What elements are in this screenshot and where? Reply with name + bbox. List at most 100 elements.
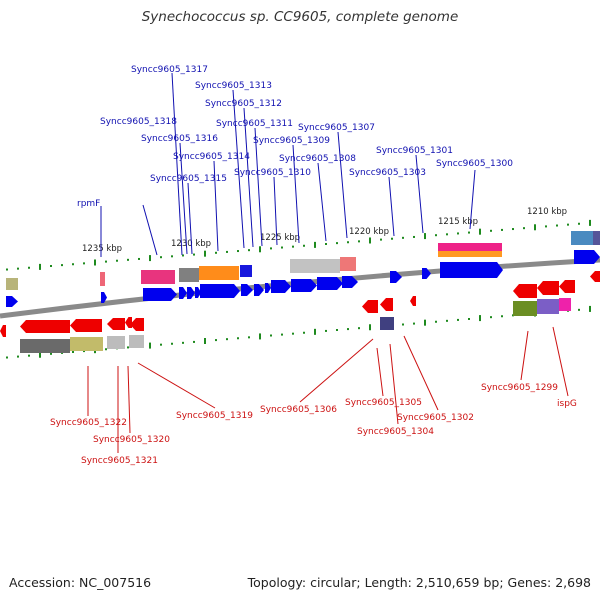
kbp-label: 1235 kbp bbox=[82, 244, 122, 254]
kbp-label: 1220 kbp bbox=[349, 227, 389, 237]
forward-gene-arrow bbox=[422, 268, 431, 279]
genome-summary-text: Topology: circular; Length: 2,510,659 bp… bbox=[247, 575, 591, 590]
tick-mark bbox=[182, 254, 184, 257]
tick-mark bbox=[501, 228, 503, 231]
tick-mark bbox=[347, 241, 349, 244]
leader-line bbox=[137, 362, 216, 409]
tick-mark bbox=[72, 351, 74, 353]
tick-mark bbox=[17, 267, 19, 270]
forward-gene-arrow bbox=[101, 292, 107, 303]
tick-mark bbox=[6, 356, 8, 359]
tick-mark bbox=[259, 246, 261, 253]
reverse-gene-label: Syncc9605_1304 bbox=[357, 427, 434, 437]
tick-mark bbox=[28, 354, 30, 357]
tick-mark bbox=[468, 318, 470, 320]
tick-mark bbox=[402, 323, 404, 326]
forward-gene-arrow bbox=[195, 287, 201, 298]
tick-mark bbox=[446, 233, 448, 236]
tick-mark bbox=[204, 338, 206, 344]
forward-gene-label: Syncc9605_1318 bbox=[100, 117, 177, 127]
tick-mark bbox=[303, 331, 305, 334]
feature-bar bbox=[438, 251, 502, 257]
leader-line bbox=[552, 326, 569, 397]
tick-mark bbox=[226, 250, 228, 253]
tick-mark bbox=[248, 336, 250, 339]
feature-bar bbox=[179, 268, 199, 282]
forward-gene-arrow bbox=[265, 283, 271, 293]
tick-mark bbox=[369, 324, 371, 331]
leader-line bbox=[243, 107, 254, 248]
reverse-gene-label: Syncc9605_1319 bbox=[176, 411, 253, 421]
tick-mark bbox=[50, 352, 52, 355]
kbp-label: 1215 kbp bbox=[438, 217, 478, 227]
tick-mark bbox=[391, 237, 393, 240]
reverse-gene-arrow bbox=[125, 317, 132, 328]
leader-line bbox=[171, 72, 183, 256]
reverse-gene-arrow bbox=[107, 318, 125, 330]
tick-mark bbox=[160, 343, 162, 346]
feature-bar bbox=[100, 272, 105, 286]
forward-gene-arrow bbox=[187, 287, 195, 299]
leader-line bbox=[292, 144, 300, 244]
reverse-gene-arrow bbox=[537, 281, 559, 295]
forward-gene-arrow bbox=[179, 287, 187, 299]
tick-mark bbox=[457, 232, 459, 235]
tick-mark bbox=[281, 333, 283, 336]
tick-mark bbox=[39, 263, 41, 270]
leader-line bbox=[403, 335, 439, 411]
tick-mark bbox=[325, 243, 327, 245]
tick-mark bbox=[281, 246, 283, 249]
tick-mark bbox=[226, 338, 228, 341]
tick-mark bbox=[237, 250, 239, 253]
tick-mark bbox=[138, 257, 140, 260]
tick-mark bbox=[567, 223, 569, 226]
tick-mark bbox=[380, 238, 382, 241]
reverse-gene-label: ispG bbox=[557, 399, 577, 409]
forward-gene-arrow bbox=[271, 280, 291, 293]
reverse-gene-arrow bbox=[20, 320, 70, 333]
leader-line bbox=[179, 142, 188, 255]
leader-line bbox=[299, 338, 374, 403]
reverse-gene-label: Syncc9605_1302 bbox=[397, 413, 474, 423]
tick-mark bbox=[402, 236, 404, 239]
tick-mark bbox=[105, 260, 107, 263]
outer-tick-marks bbox=[6, 219, 591, 271]
forward-gene-label: Syncc9605_1316 bbox=[141, 134, 218, 144]
reverse-gene-arrow bbox=[362, 300, 378, 313]
tick-mark bbox=[358, 327, 360, 330]
tick-mark bbox=[479, 315, 481, 322]
feature-bar bbox=[20, 339, 70, 353]
forward-gene-label: Syncc9605_1312 bbox=[205, 99, 282, 109]
tick-mark bbox=[149, 342, 151, 349]
tick-mark bbox=[94, 259, 96, 266]
tick-mark bbox=[292, 245, 294, 248]
tick-mark bbox=[303, 244, 305, 247]
tick-mark bbox=[72, 263, 74, 266]
tick-mark bbox=[292, 332, 294, 335]
feature-bar bbox=[438, 243, 502, 251]
tick-mark bbox=[127, 258, 129, 261]
tick-mark bbox=[204, 250, 206, 257]
reverse-gene-arrow bbox=[513, 284, 537, 298]
tick-mark bbox=[83, 262, 85, 265]
forward-gene-arrow bbox=[143, 288, 177, 301]
feature-bar bbox=[107, 336, 125, 349]
feature-bar bbox=[513, 301, 537, 316]
reverse-gene-label: Syncc9605_1299 bbox=[481, 383, 558, 393]
tick-mark bbox=[105, 348, 107, 351]
tick-mark bbox=[237, 337, 239, 340]
forward-gene-arrow bbox=[440, 262, 503, 278]
reverse-gene-label: Syncc9605_1320 bbox=[93, 435, 170, 445]
tick-mark bbox=[270, 247, 272, 250]
reverse-gene-arrow bbox=[380, 298, 393, 311]
forward-gene-label: Syncc9605_1303 bbox=[349, 168, 426, 178]
kbp-label: 1210 kbp bbox=[527, 207, 567, 217]
feature-bar bbox=[129, 335, 144, 348]
tick-mark bbox=[413, 322, 415, 325]
tick-mark bbox=[171, 255, 173, 258]
tick-mark bbox=[347, 328, 349, 331]
tick-mark bbox=[369, 237, 371, 244]
forward-gene-arrow bbox=[390, 271, 402, 283]
inner-tick-marks bbox=[6, 305, 591, 359]
